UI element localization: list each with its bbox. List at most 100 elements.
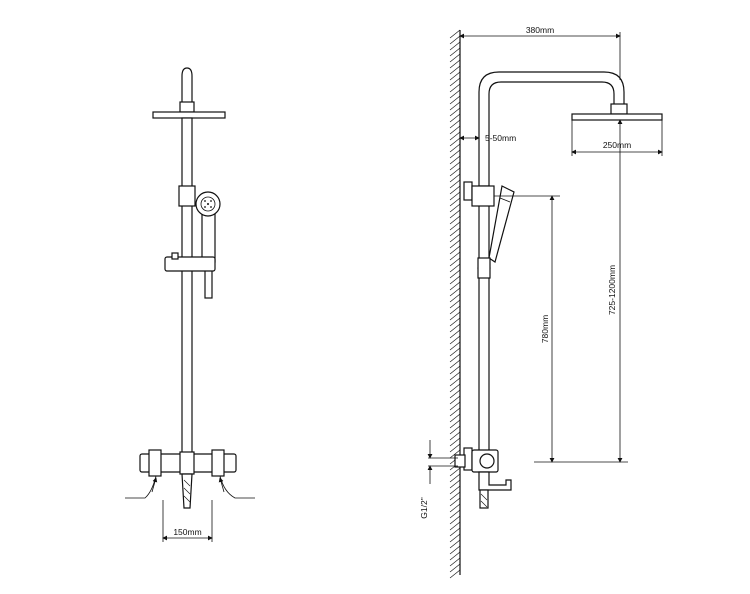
- wall-hatch-line: [449, 305, 461, 315]
- wall-hatch-line: [449, 335, 461, 345]
- wall-hatch-line: [449, 329, 461, 339]
- wall-hatch-line: [449, 77, 461, 87]
- wall-hatch-line: [449, 239, 461, 249]
- wall-hatch-line: [449, 515, 461, 525]
- wall-hatch-line: [449, 545, 461, 555]
- wall-hatch-line: [449, 257, 461, 267]
- front-mixer-left-knob: [148, 449, 162, 477]
- top-bend: [181, 67, 193, 105]
- front-view: 150mm: [125, 67, 255, 542]
- wall-hatch-line: [449, 347, 461, 357]
- wall-hatch-line: [449, 443, 461, 453]
- wall-hatch-line: [449, 407, 461, 417]
- side-shower-arm-outer: [478, 71, 625, 186]
- side-inlet-nut: [454, 454, 466, 468]
- side-riser-pipe: [478, 185, 490, 453]
- wall-hatch-line: [449, 95, 461, 105]
- side-shower-head: [571, 113, 663, 121]
- wall-hatch-line: [449, 101, 461, 111]
- front-slider-holder: [164, 256, 216, 272]
- wall-hatch-line: [449, 419, 461, 429]
- wall-hatch-line: [449, 179, 461, 189]
- wall-hatch-line: [449, 209, 461, 219]
- wall-hatch-line: [449, 377, 461, 387]
- wall-hatch-line: [449, 185, 461, 195]
- wall-hatch-line: [449, 83, 461, 93]
- side-upper-bracket: [463, 181, 473, 201]
- wall-hatch-line: [449, 143, 461, 153]
- wall-hatch-line: [449, 221, 461, 231]
- wall-hatch-line: [449, 215, 461, 225]
- wall-hatch-line: [449, 35, 461, 45]
- wall-hatch-line: [449, 53, 461, 63]
- wall-hatch-line: [449, 425, 461, 435]
- wall-hatch-line: [449, 437, 461, 447]
- wall-hatch-line: [449, 137, 461, 147]
- wall-hatch-line: [449, 527, 461, 537]
- side-shower-arm-inner: [488, 81, 615, 186]
- wall-hatch-line: [449, 311, 461, 321]
- wall-hatch-line: [449, 323, 461, 333]
- wall-hatch-line: [449, 401, 461, 411]
- wall-hatch-line: [449, 557, 461, 567]
- wall-hatch-line: [449, 569, 461, 579]
- front-slider-knob: [171, 252, 179, 260]
- side-spout-end: [479, 489, 489, 509]
- wall-hatch-line: [449, 125, 461, 135]
- wall-hatch-line: [449, 287, 461, 297]
- hand-shower-nozzle-ring: [200, 196, 216, 212]
- wall-hatch-line: [449, 365, 461, 375]
- wall-hatch-line: [449, 155, 461, 165]
- wall-hatch-line: [449, 413, 461, 423]
- wall-hatch-line: [449, 59, 461, 69]
- dim-label-inlet-thread: G1/2": [419, 497, 429, 518]
- hand-shower-handle: [201, 209, 216, 263]
- wall-hatch-line: [449, 245, 461, 255]
- wall-hatch-line: [449, 485, 461, 495]
- wall-hatch-line: [449, 149, 461, 159]
- wall-hatch-line: [449, 29, 461, 39]
- dim-label-head-diameter: 250mm: [603, 140, 631, 150]
- front-riser-pipe: [181, 117, 193, 455]
- wall-hatch-line: [449, 275, 461, 285]
- wall-hatch-line: [449, 383, 461, 393]
- wall-hatch-line: [449, 359, 461, 369]
- wall-hatch-line: [449, 503, 461, 513]
- wall-hatch-line: [449, 389, 461, 399]
- wall-hatch-line: [449, 449, 461, 459]
- wall-hatch-line: [449, 395, 461, 405]
- front-left-inlet: [125, 475, 157, 499]
- wall-hatch-line: [449, 293, 461, 303]
- wall-hatch-line: [449, 431, 461, 441]
- wall-hatch-line: [449, 161, 461, 171]
- wall-hatch-line: [449, 131, 461, 141]
- dim-label-wall-offset: 5-50mm: [485, 133, 516, 143]
- wall-hatch-line: [449, 41, 461, 51]
- side-upper-clamp: [471, 185, 495, 207]
- wall-hatch-line: [449, 317, 461, 327]
- wall-hatch-line: [449, 497, 461, 507]
- side-spout: [478, 471, 512, 491]
- wall-hatch-line: [449, 47, 461, 57]
- side-slider-holder: [477, 257, 491, 279]
- wall-hatch-line: [449, 479, 461, 489]
- dim-label-inlet-spacing: 150mm: [173, 527, 201, 537]
- wall-hatch-line: [449, 269, 461, 279]
- wall-hatch-line: [449, 233, 461, 243]
- front-upper-clamp: [178, 185, 196, 207]
- wall-hatch-line: [449, 491, 461, 501]
- wall-hatch-line: [449, 107, 461, 117]
- wall-hatch-line: [449, 227, 461, 237]
- wall-hatch-line: [449, 191, 461, 201]
- dim-label-arm-length: 380mm: [526, 25, 554, 35]
- wall-hatch-line: [449, 299, 461, 309]
- wall-hatch-line: [449, 119, 461, 129]
- wall-hatch-line: [449, 113, 461, 123]
- wall-hatch-line: [449, 65, 461, 75]
- side-hand-shower: [488, 185, 515, 263]
- front-mixer-center: [179, 451, 195, 475]
- wall-hatch-line: [449, 281, 461, 291]
- front-shower-head: [152, 111, 226, 119]
- wall-hatch-line: [449, 539, 461, 549]
- side-head-connector: [610, 103, 628, 115]
